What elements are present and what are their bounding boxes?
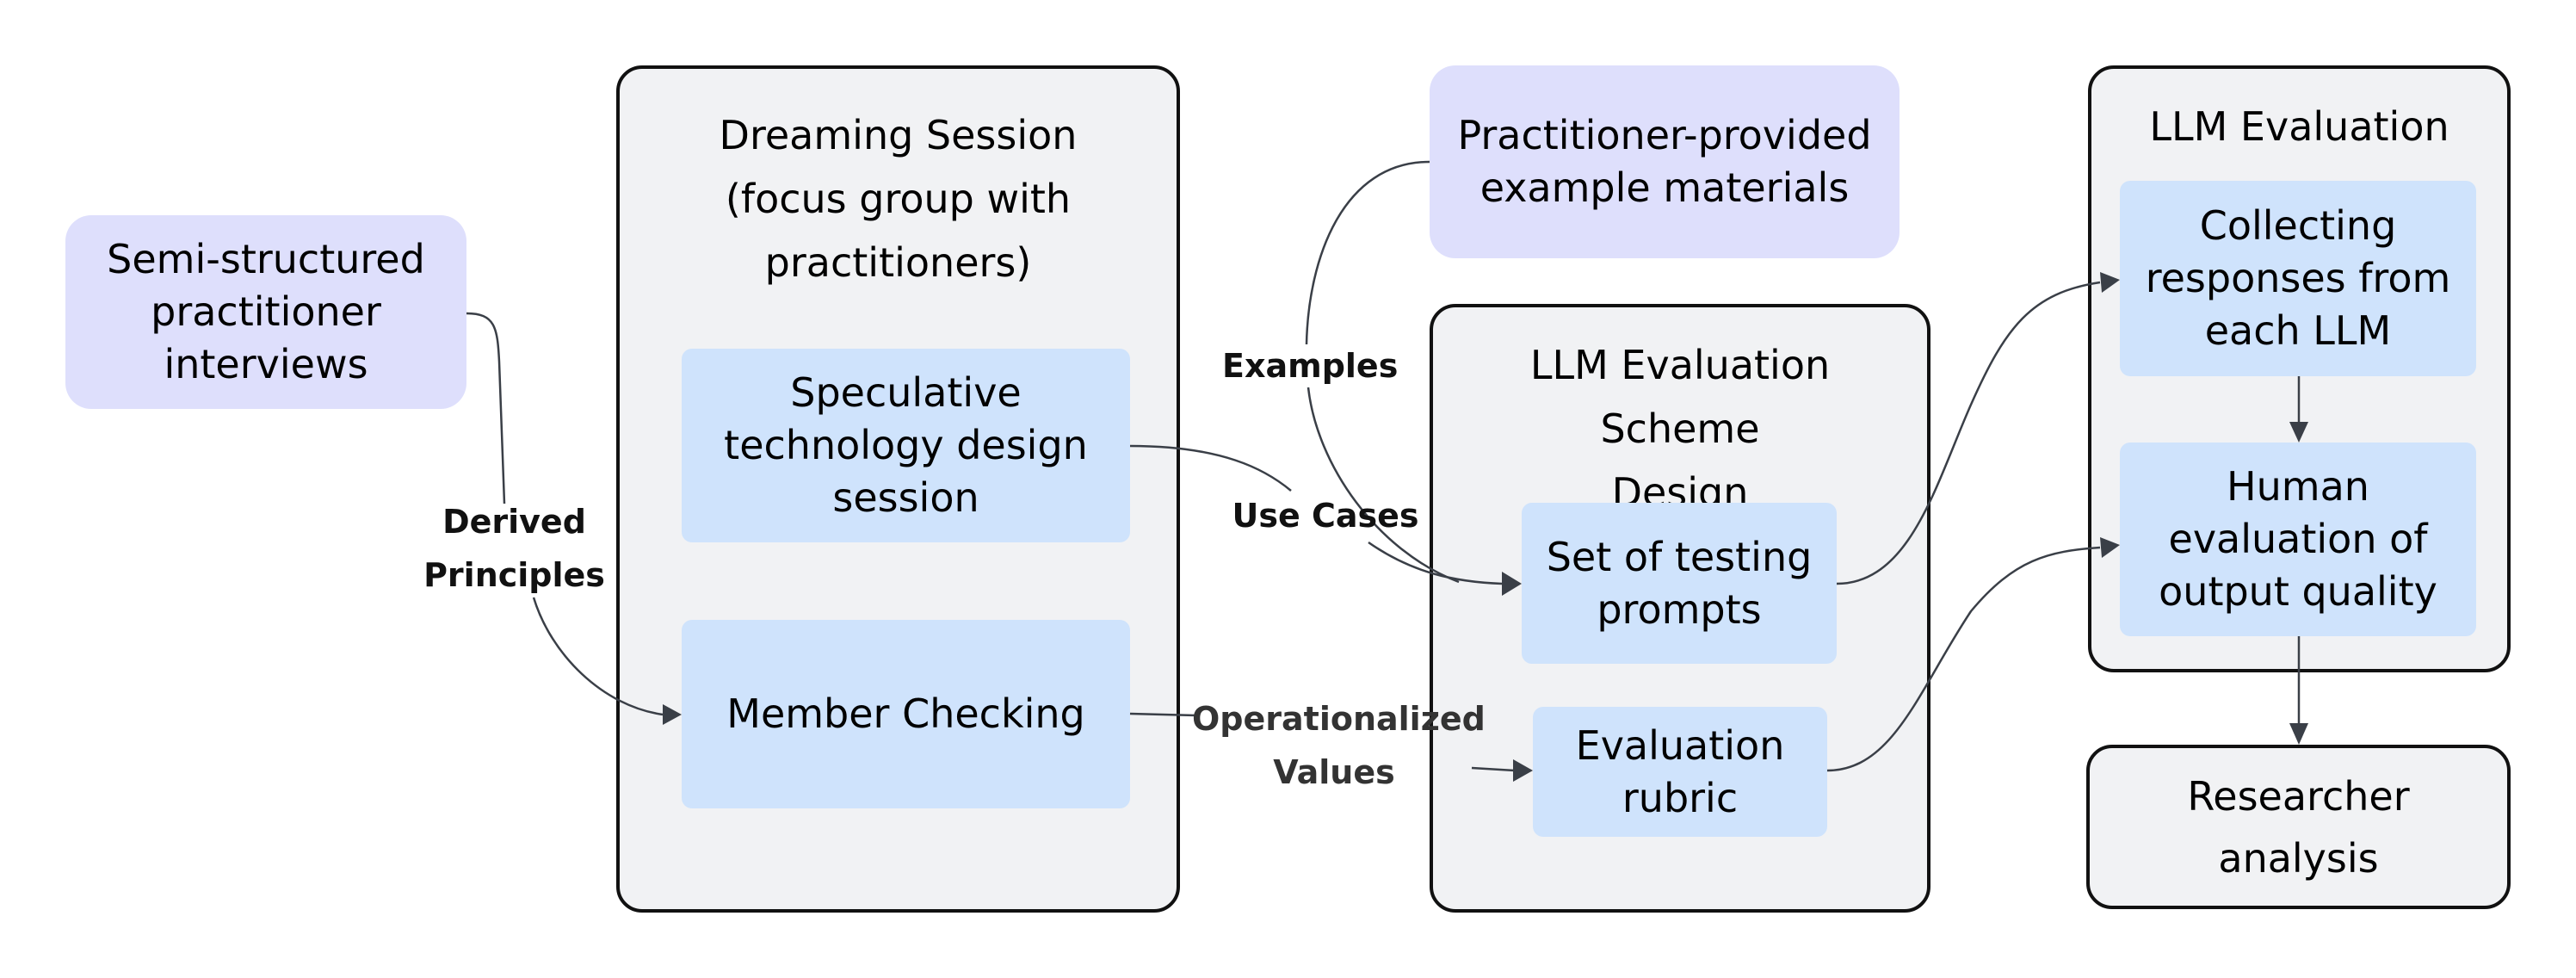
speculative-design-node: Speculative technology design session [682, 349, 1130, 542]
human-evaluation-label: Human evaluation of output quality [2159, 463, 2437, 615]
human-evaluation-node: Human evaluation of output quality [2120, 443, 2476, 636]
edge-label-derived-principles: Derived Principles [423, 503, 605, 594]
researcher-analysis-label: Researcher analysis [2187, 772, 2410, 882]
evaluation-rubric-node: Evaluation rubric [1533, 707, 1827, 837]
speculative-design-label: Speculative technology design session [724, 369, 1088, 521]
llm-evaluation-title: LLM Evaluation [2149, 103, 2449, 150]
collecting-responses-node: Collecting responses from each LLM [2120, 181, 2476, 376]
edge-label-operationalized-values: Operationalized Values [1192, 700, 1486, 791]
scheme-design-title: LLM Evaluation Scheme Design [1529, 342, 1831, 516]
arrowhead-researcher [2289, 723, 2308, 745]
dreaming-session-title: Dreaming Session (focus group with pract… [719, 112, 1078, 286]
example-materials-label: Practitioner-provided example materials [1457, 112, 1872, 211]
interviews-node: Semi-structured practitioner interviews [65, 215, 466, 409]
collecting-responses-label: Collecting responses from each LLM [2145, 202, 2451, 354]
member-checking-node: Member Checking [682, 620, 1130, 808]
researcher-analysis-node: Researcher analysis [2086, 745, 2511, 909]
interviews-label: Semi-structured practitioner interviews [107, 236, 425, 387]
edge-interviews-to-member-checking [466, 312, 506, 504]
example-materials-node: Practitioner-provided example materials [1430, 65, 1900, 258]
edge-label-examples: Examples [1222, 347, 1399, 385]
member-checking-label: Member Checking [726, 690, 1085, 737]
edge-label-use-cases: Use Cases [1232, 497, 1419, 535]
evaluation-rubric-label: Evaluation rubric [1575, 721, 1785, 821]
edge-examples-upper [1305, 160, 1430, 345]
testing-prompts-node: Set of testing prompts [1522, 503, 1837, 664]
testing-prompts-label: Set of testing prompts [1546, 533, 1813, 633]
